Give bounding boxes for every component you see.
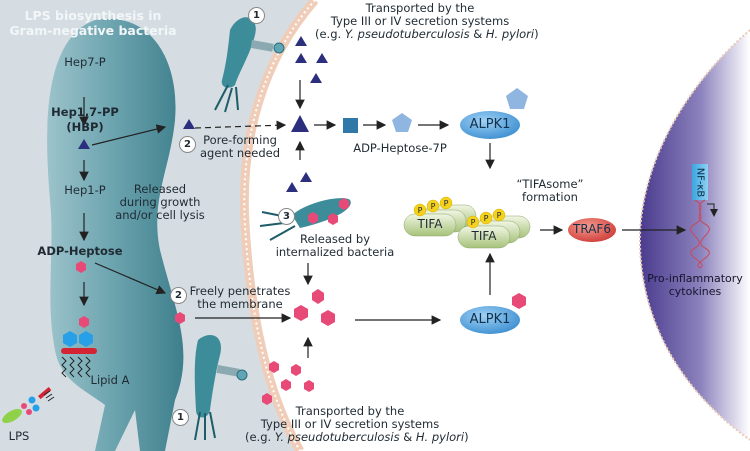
examples-prefix: (e.g. bbox=[245, 430, 275, 444]
step-hep17pp: Hep1,7-PP bbox=[51, 105, 119, 119]
transported-top-line-1: Transported by the bbox=[365, 1, 475, 15]
tifasome-line-2: formation bbox=[522, 190, 578, 204]
adp-heptose-7p-label: ADP-Heptose-7P bbox=[353, 141, 447, 155]
hbp-phosphorylated-square bbox=[343, 118, 358, 133]
phospho-label: P bbox=[483, 214, 489, 223]
transported-bottom-line-1: Transported by the bbox=[295, 404, 405, 418]
alpk1-top bbox=[460, 111, 520, 139]
phospho-label: P bbox=[417, 206, 423, 215]
step-hbp: (HBP) bbox=[66, 120, 104, 134]
pore-forming-line-1: Pore-forming bbox=[203, 133, 277, 147]
tifa-label-1: TIFA bbox=[417, 217, 443, 231]
diagram-title: LPS biosynthesis in Gram-negative bacter… bbox=[8, 8, 178, 38]
freely-penetrates-label: Freely penetrates the membrane bbox=[185, 285, 295, 311]
transported-top-line-3: (e.g. Y. pseudotuberculosis & H. pylori) bbox=[315, 27, 539, 41]
nfkb-box bbox=[692, 164, 708, 200]
bacterium-1-bottom bbox=[194, 335, 248, 441]
species-yersinia: Y. pseudotuberculosis bbox=[344, 27, 470, 41]
phospho-label: P bbox=[443, 199, 449, 208]
species-h-pylori: H. pylori bbox=[415, 430, 465, 444]
adp-heptose-hexagons bbox=[76, 198, 526, 405]
freely-line-2: the membrane bbox=[197, 297, 283, 311]
examples-suffix: ) bbox=[534, 27, 539, 41]
released-growth-label: Released during growth and/or cell lysis bbox=[110, 183, 210, 222]
route-number-2-top: 2 bbox=[179, 136, 196, 153]
traf6 bbox=[568, 218, 616, 242]
route-number-1-top: 1 bbox=[248, 7, 265, 24]
tifasome bbox=[403, 204, 531, 249]
alpk1-top-label: ALPK1 bbox=[469, 117, 511, 132]
tifasome-line-1: “TIFAsome” bbox=[516, 177, 584, 191]
tifa-label-2: TIFA bbox=[471, 229, 497, 243]
lipid-a-label: Lipid A bbox=[90, 373, 130, 387]
released-internal-label: Released by internalized bacteria bbox=[275, 233, 395, 259]
released-growth-line-3: and/or cell lysis bbox=[115, 208, 205, 222]
phospho-label: P bbox=[430, 202, 436, 211]
adp-heptose-7p-pentagon bbox=[392, 113, 412, 132]
transported-top-line-2: Type III or IV secretion systems bbox=[330, 14, 510, 28]
route-number-3: 3 bbox=[278, 208, 295, 225]
alpk1-bottom-label: ALPK1 bbox=[469, 312, 511, 327]
transported-bottom-line-2: Type III or IV secretion systems bbox=[260, 417, 440, 431]
released-internal-line-1: Released by bbox=[300, 232, 370, 246]
examples-suffix: ) bbox=[464, 430, 469, 444]
tifasome-label: “TIFAsome” formation bbox=[510, 178, 590, 204]
transported-top-label: Transported by the Type III or IV secret… bbox=[315, 1, 539, 41]
hbp-triangles bbox=[78, 36, 328, 192]
released-growth-line-2: during growth bbox=[119, 195, 201, 209]
step-adp-heptose: ADP-Heptose bbox=[37, 244, 123, 258]
examples-amp: & bbox=[399, 430, 416, 444]
transported-bottom-label: Transported by the Type III or IV secret… bbox=[245, 404, 469, 444]
title-line-2: Gram-negative bacteria bbox=[9, 23, 177, 38]
freely-line-1: Freely penetrates bbox=[189, 284, 291, 298]
step-hep7p: Hep7-P bbox=[64, 55, 106, 69]
examples-amp: & bbox=[469, 27, 486, 41]
examples-prefix: (e.g. bbox=[315, 27, 345, 41]
route-number-2-bottom: 2 bbox=[170, 287, 187, 304]
species-h-pylori: H. pylori bbox=[485, 27, 535, 41]
lps-label: LPS bbox=[8, 429, 30, 443]
bacterium-1-top bbox=[214, 17, 285, 113]
cytokines-line-1: Pro-inflammatory bbox=[647, 272, 743, 285]
route-number-1-bottom: 1 bbox=[172, 409, 189, 426]
pore-forming-line-2: agent needed bbox=[200, 146, 280, 160]
traf6-label: TRAF6 bbox=[573, 222, 611, 236]
step-hep1p: Hep1-P bbox=[64, 183, 106, 197]
cytokines-line-2: cytokines bbox=[668, 285, 722, 298]
alpk1-bound-pentagon bbox=[506, 88, 528, 109]
lps-molecule bbox=[2, 387, 55, 423]
released-growth-line-1: Released bbox=[133, 182, 187, 196]
released-internal-line-2: internalized bacteria bbox=[275, 245, 395, 259]
host-nucleus bbox=[640, 30, 750, 440]
phospho-label: P bbox=[496, 211, 502, 220]
title-line-1: LPS biosynthesis in bbox=[24, 8, 162, 23]
species-yersinia: Y. pseudotuberculosis bbox=[274, 430, 400, 444]
alpk1-bottom bbox=[460, 306, 520, 334]
phospho-groups bbox=[413, 196, 506, 229]
nfkb-label: NF-κB bbox=[694, 167, 706, 198]
transported-bottom-line-3: (e.g. Y. pseudotuberculosis & H. pylori) bbox=[245, 430, 469, 444]
lipid-a-structure bbox=[61, 331, 97, 378]
phospho-label: P bbox=[470, 218, 476, 227]
cytokines-label: Pro-inflammatory cytokines bbox=[640, 272, 750, 298]
pore-forming-label: Pore-forming agent needed bbox=[200, 134, 280, 160]
